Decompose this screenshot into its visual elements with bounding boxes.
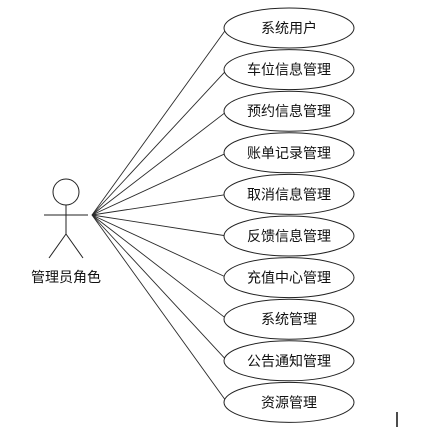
use-case: 公告通知管理 (223, 340, 355, 382)
use-case-label: 取消信息管理 (247, 186, 331, 203)
use-case-ellipse (223, 298, 355, 340)
use-case: 系统管理 (223, 298, 355, 340)
use-case: 系统用户 (223, 7, 355, 49)
use-case-label: 反馈信息管理 (247, 228, 331, 245)
use-case: 车位信息管理 (223, 49, 355, 91)
actor-left-leg (48, 233, 67, 259)
actor-right-leg (65, 233, 84, 259)
association-line (91, 214, 228, 237)
association-line (91, 214, 228, 362)
association-line (91, 214, 228, 320)
use-case-label: 账单记录管理 (247, 146, 331, 162)
association-lines (91, 27, 228, 403)
association-line (91, 193, 228, 216)
use-case-ellipse (223, 340, 355, 382)
use-case-label: 预约信息管理 (247, 103, 331, 120)
use-case: 反馈信息管理 (223, 215, 355, 257)
use-case-label: 公告通知管理 (247, 353, 331, 370)
association-line (91, 110, 228, 216)
use-case-label: 充值中心管理 (247, 271, 331, 287)
actor-head (52, 178, 80, 206)
use-case: 充值中心管理 (223, 257, 355, 299)
use-case-ellipse (223, 257, 355, 299)
use-case-ellipse (223, 49, 355, 91)
use-case-label: 资源管理 (261, 395, 317, 411)
use-case: 取消信息管理 (223, 173, 355, 215)
use-case-list: 系统用户车位信息管理预约信息管理账单记录管理取消信息管理反馈信息管理充值中心管理… (223, 7, 355, 423)
use-case: 账单记录管理 (223, 132, 355, 174)
actor-label: 管理员角色 (31, 269, 101, 286)
actor-admin: 管理员角色 (31, 178, 101, 286)
use-case-ellipse (223, 132, 355, 174)
use-case: 预约信息管理 (223, 90, 355, 132)
association-line (91, 152, 228, 216)
use-case: 资源管理 (223, 381, 355, 423)
use-case-ellipse (223, 215, 355, 257)
use-case-ellipse (223, 7, 355, 49)
association-line (91, 214, 228, 403)
association-line (91, 214, 228, 279)
use-case-ellipse (223, 381, 355, 423)
association-line (91, 69, 228, 216)
use-case-ellipse (223, 173, 355, 215)
use-case-label: 系统管理 (261, 312, 317, 328)
use-case-label: 车位信息管理 (247, 62, 331, 79)
use-case-label: 系统用户 (261, 20, 317, 37)
use-case-ellipse (223, 90, 355, 132)
association-line (91, 27, 228, 216)
